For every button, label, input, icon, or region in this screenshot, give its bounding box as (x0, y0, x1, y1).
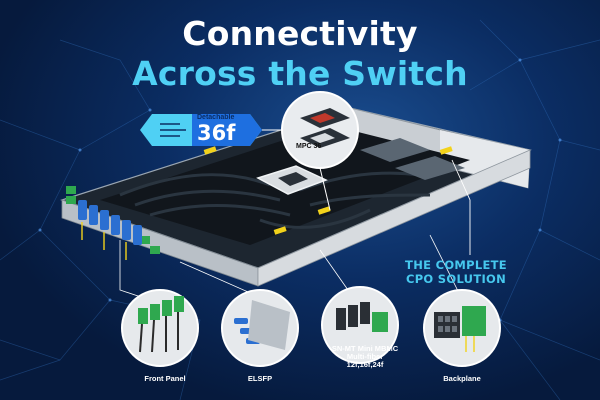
detail-front-panel (121, 289, 199, 367)
mpc-callout (281, 91, 359, 211)
cpo-callout-line (451, 159, 471, 255)
detail-elsfp (221, 289, 299, 367)
badge-small-label: Detachable (197, 114, 235, 121)
detachable-badge (140, 114, 300, 146)
caption-snmt: SN-MT Mini MBMC Multi-fiber 12f,16f,24f (320, 345, 410, 369)
detail-snmt (321, 286, 399, 364)
cpo-tagline: THE COMPLETE CPO SOLUTION (386, 258, 526, 286)
cpo-tagline-line-2: CPO SOLUTION (405, 272, 507, 286)
title-line-1: Connectivity (182, 14, 418, 53)
caption-snmt-line-3: 12f,16f,24f (346, 360, 384, 369)
board-internals (100, 125, 470, 245)
mpc-label: MPC 36 (296, 143, 322, 150)
detail-backplane (423, 289, 501, 367)
caption-snmt-line-2: Multi-fiber (346, 352, 384, 361)
caption-snmt-line-1: SN-MT Mini MBMC (331, 344, 399, 353)
caption-front-panel: Front Panel (144, 374, 186, 383)
title-line-2: Across the Switch (132, 54, 468, 93)
cpo-tagline-line-1: THE COMPLETE (405, 258, 507, 272)
caption-elsfp: ELSFP (247, 374, 273, 383)
badge-fiber-count: 36f (197, 121, 236, 145)
front-panel-connectors (66, 186, 160, 260)
caption-backplane: Backplane (443, 374, 481, 383)
